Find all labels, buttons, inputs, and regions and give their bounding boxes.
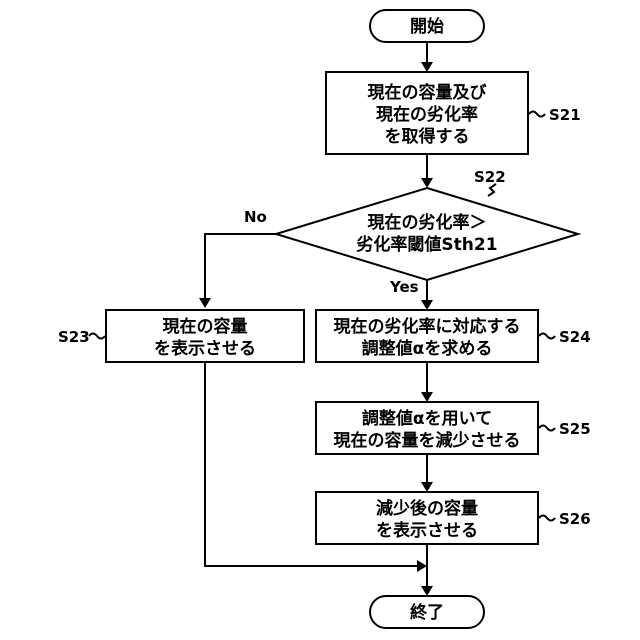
connector-no-s23	[205, 234, 276, 300]
s25-line-2: 現在の容量を減少させる	[334, 430, 521, 451]
end-label: 終了	[410, 602, 444, 623]
arrowhead	[417, 560, 427, 572]
yes-branch-label: Yes	[389, 278, 419, 296]
arrowhead	[421, 392, 433, 402]
s26-label-tilde	[539, 516, 555, 521]
start-label: 開始	[410, 16, 444, 37]
s24-label-tilde	[539, 334, 555, 339]
s25-label-tilde	[539, 426, 555, 431]
s23-label-tilde	[89, 334, 105, 339]
s26-step-label: S26	[559, 510, 591, 528]
no-branch-label: No	[244, 208, 267, 226]
arrowhead	[421, 62, 433, 72]
s22-line-1: 現在の劣化率＞	[368, 212, 487, 233]
s21-line-2: 現在の劣化率	[376, 104, 478, 125]
s25-line-1: 調整値αを用いて	[362, 408, 492, 429]
s23-step-label: S23	[58, 328, 90, 346]
s21-line-3: を取得する	[385, 126, 470, 147]
s25-step-label: S25	[559, 420, 591, 438]
arrowhead	[199, 298, 211, 308]
s24-line-2: 調整値αを求める	[362, 338, 493, 359]
arrowhead	[421, 178, 433, 188]
s26-line-2: を表示させる	[376, 520, 478, 541]
arrowhead	[421, 482, 433, 492]
s21-label-tilde	[529, 112, 545, 117]
s26-line-1: 減少後の容量	[376, 498, 478, 519]
arrowhead	[421, 300, 433, 310]
s22-line-2: 劣化率閾値Sth21	[356, 234, 497, 255]
arrowhead	[421, 586, 433, 596]
s23-line-1: 現在の容量	[163, 316, 248, 337]
s24-line-1: 現在の劣化率に対応する	[334, 316, 521, 337]
s21-line-1: 現在の容量及び	[368, 82, 487, 103]
s22-decision	[276, 188, 578, 280]
s22-step-label: S22	[474, 168, 506, 186]
s23-line-2: を表示させる	[154, 338, 256, 359]
s24-step-label: S24	[559, 328, 591, 346]
s21-step-label: S21	[549, 106, 581, 124]
